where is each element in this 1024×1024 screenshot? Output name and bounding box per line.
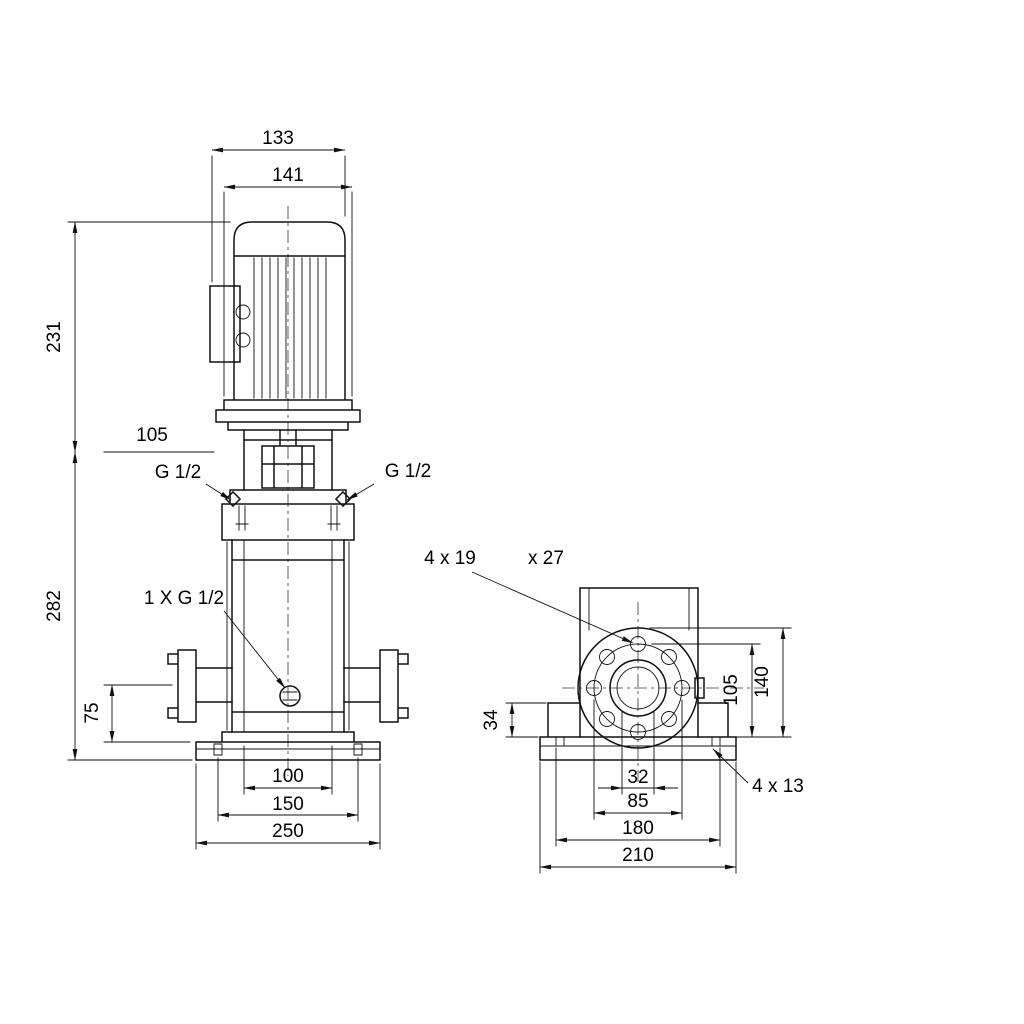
- stool-outline: [243, 429, 333, 491]
- discharge-flange-right: [343, 649, 409, 723]
- bolt-hole-3: [674, 680, 690, 696]
- label-flange-holes-a: 4 x 19: [424, 548, 476, 569]
- dim-label-105-side: 105: [721, 674, 742, 706]
- dim-label-250: 250: [272, 821, 304, 842]
- leader-base-holes: [712, 748, 749, 784]
- flange-bore-inner: [616, 666, 660, 710]
- dim-label-140: 140: [752, 666, 773, 698]
- flange-bolt-circle: [593, 643, 683, 733]
- motor-fins: [253, 257, 327, 399]
- end-flange: [577, 627, 705, 749]
- dim-label-75: 75: [82, 702, 103, 723]
- bolt-hole-4: [661, 711, 677, 727]
- drain-plug: [279, 685, 301, 707]
- dim-label-150: 150: [272, 794, 304, 815]
- motor-outline: [215, 221, 361, 431]
- bolt-hole-8: [599, 649, 615, 665]
- head-studs: [235, 505, 341, 531]
- port-label-drain: 1 X G 1/2: [144, 588, 224, 609]
- flange-outer: [577, 627, 699, 749]
- port-label-g-left: G 1/2: [155, 462, 201, 483]
- drain-plug-slot: [282, 691, 298, 701]
- bolt-hole-1: [630, 636, 646, 652]
- leader-g-left: [205, 483, 232, 501]
- bolt-hole-7: [586, 680, 602, 696]
- leader-flange-holes: [471, 571, 634, 644]
- port-label-g-right: G 1/2: [385, 461, 431, 482]
- bolt-hole-2: [661, 649, 677, 665]
- leader-g-right: [346, 483, 375, 501]
- motor-stool-coupling: [243, 429, 333, 491]
- label-base-holes: 4 x 13: [752, 776, 804, 797]
- terminal-gland-top: [235, 304, 251, 320]
- dim-label-180: 180: [622, 818, 654, 839]
- dim-label-231: 231: [44, 321, 65, 353]
- dim-label-34: 34: [481, 709, 502, 731]
- label-flange-holes-b: x 27: [528, 548, 564, 569]
- base-side-details: [539, 736, 737, 747]
- leader-drain: [223, 610, 286, 689]
- dim-label-282: 282: [44, 590, 65, 622]
- base-front: [195, 731, 381, 761]
- side-body: [579, 587, 699, 738]
- side-extension-lines: [505, 627, 792, 874]
- front-extension-lines: [67, 155, 381, 850]
- cylinder-outline: [231, 539, 345, 733]
- vent-plug-right: [334, 490, 352, 508]
- side-centerlines: [562, 602, 764, 782]
- side-dimensions: 4 x 19 x 27 34 105 140 32 85 180 210 4 x…: [424, 548, 804, 874]
- dim-label-100: 100: [272, 766, 304, 787]
- base-details: [195, 743, 381, 756]
- dim-label-210: 210: [622, 845, 654, 866]
- terminal-box: [209, 285, 241, 363]
- side-pin: [694, 677, 705, 699]
- terminal-gland-bottom: [235, 332, 251, 348]
- dim-label-85: 85: [627, 791, 648, 812]
- dim-label-141: 141: [272, 165, 304, 186]
- motor: [209, 221, 361, 431]
- dim-label-105-front: 105: [136, 425, 168, 446]
- front-dimensions: 133 141 231 105 282 G 1/2 G 1/2 1 X G 1/…: [44, 128, 431, 850]
- bolt-hole-5: [630, 724, 646, 740]
- base-outline: [195, 731, 381, 761]
- base-side: [539, 702, 737, 761]
- dim-label-133: 133: [262, 128, 294, 149]
- side-body-outline: [579, 587, 699, 738]
- base-side-outline: [539, 702, 737, 761]
- suction-flange-left: [167, 649, 233, 723]
- flange-bore: [609, 659, 667, 717]
- bolt-hole-6: [599, 711, 615, 727]
- side-body-inner: [588, 587, 690, 631]
- front-view: 133 141 231 105 282 G 1/2 G 1/2 1 X G 1/…: [44, 128, 431, 850]
- dim-label-32: 32: [627, 767, 648, 788]
- side-view: 4 x 19 x 27 34 105 140 32 85 180 210 4 x…: [424, 548, 804, 874]
- inline-flanges: [167, 649, 409, 723]
- drain-plug-boss: [279, 685, 301, 707]
